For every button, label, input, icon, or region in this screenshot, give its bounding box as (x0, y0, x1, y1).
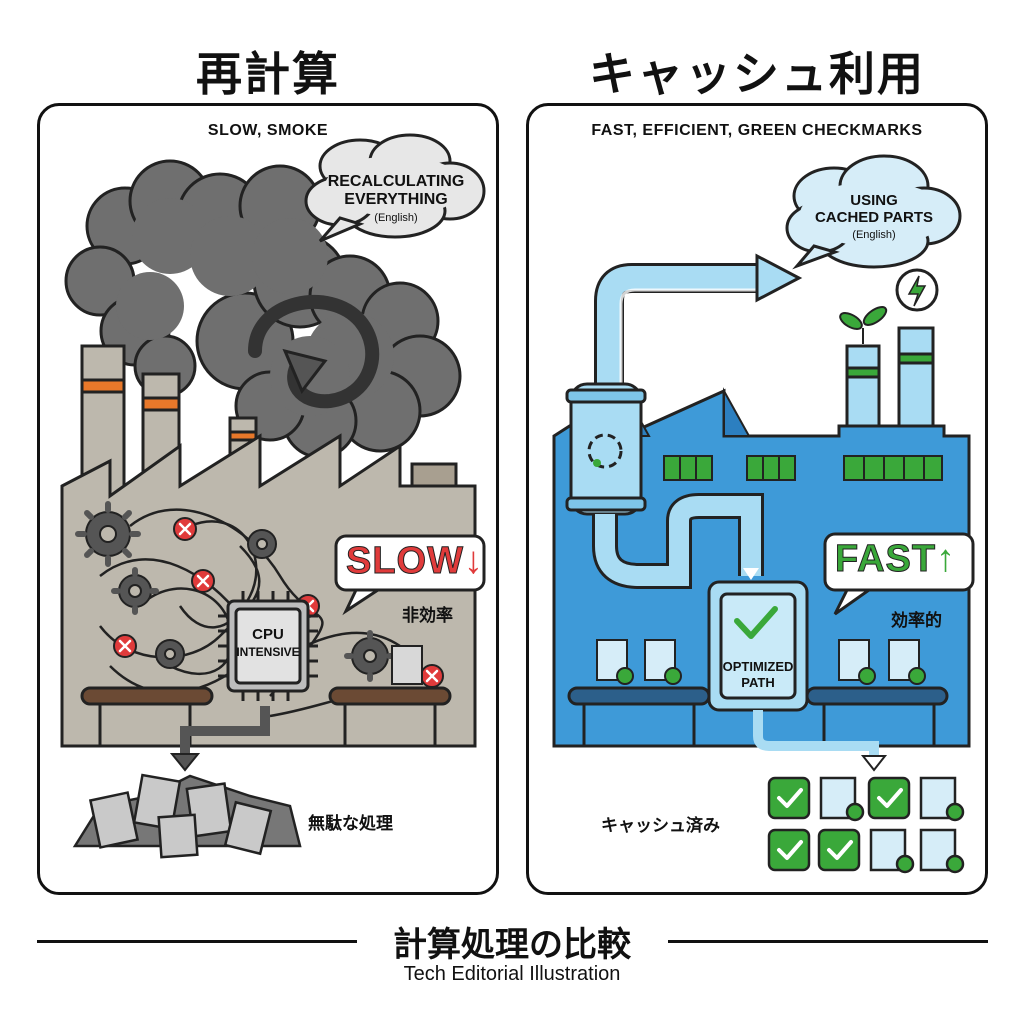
wasteful-processing-label: 無駄な処理 (308, 814, 393, 834)
bubble-text-recalculating: RECALCULATING EVERYTHING (English) (312, 173, 480, 224)
panel-recalculation: SLOW, SMOKE (37, 103, 499, 895)
up-arrow-icon: ↑ (936, 538, 957, 580)
footer-title: 計算処理の比較 (393, 925, 631, 965)
cache-tank (565, 382, 647, 516)
module-line-optimized: OPTIMIZED (722, 659, 794, 674)
down-arrow-icon: ↓ (463, 540, 484, 582)
conveyor-belt (80, 686, 452, 746)
checkmark-icon (734, 606, 778, 639)
waste-document-pile (72, 773, 302, 859)
cpu-chip-icon (226, 599, 310, 693)
right-arrow-icon (755, 253, 803, 303)
cache-pipe-top (594, 263, 761, 386)
recalculation-factory-illustration (60, 133, 486, 859)
down-arrow-icon (169, 753, 201, 772)
bubble-note-english: (English) (374, 211, 418, 224)
fast-label: FAST↑ (834, 538, 957, 581)
bubble-line-cached-parts: CACHED PARTS (814, 209, 934, 227)
module-line-path: PATH (741, 675, 775, 691)
green-chimneys (845, 326, 935, 428)
lightning-icon (895, 268, 939, 312)
footer-rule-left (37, 940, 357, 943)
bubble-line-recalculating: RECALCULATING (327, 173, 465, 190)
down-arrow-icon (860, 755, 888, 772)
bubble-line-using: USING (850, 192, 898, 209)
curl-arrow-head-icon (282, 348, 328, 394)
cached-label: キャッシュ済み (601, 816, 720, 836)
cycle-icon (587, 433, 623, 469)
document-icon (391, 645, 423, 685)
gear-teeth (75, 501, 396, 682)
curl-arrow-icon (248, 294, 380, 409)
cpu-pins (218, 591, 318, 701)
heading-recalculation: 再計算 (196, 47, 340, 101)
bubble-line-everything: EVERYTHING (344, 191, 448, 209)
inefficient-label: 非効率 (402, 606, 453, 626)
slow-label: SLOW↓ (346, 540, 484, 583)
waste-pipe (180, 706, 270, 756)
efficient-label: 効率的 (891, 611, 942, 631)
cache-factory-illustration (552, 154, 975, 874)
slow-text: SLOW (346, 540, 464, 583)
fast-text: FAST (834, 538, 937, 581)
footer-rule-right (668, 940, 988, 943)
footer-subtitle: Tech Editorial Illustration (403, 963, 621, 985)
cpu-intensive-label: CPU INTENSIVE (236, 626, 300, 660)
output-pipe (753, 710, 879, 758)
caption-slow-smoke: SLOW, SMOKE (207, 122, 329, 139)
checkmark-icon (777, 788, 903, 860)
optimized-path-label: OPTIMIZED PATH (709, 659, 807, 692)
bubble-text-cached: USING CACHED PARTS (English) (799, 192, 949, 241)
bubble-note-english: (English) (852, 228, 896, 241)
leaf-icon (839, 306, 888, 344)
cached-documents-conveyor (596, 639, 926, 685)
down-arrow-icon (743, 568, 759, 580)
cached-items-grid (767, 776, 965, 874)
panel-cache-usage: FAST, EFFICIENT, GREEN CHECKMARKS (526, 103, 988, 895)
chip-line-intensive: INTENSIVE (236, 644, 300, 659)
fast-speech-bubble (823, 532, 975, 616)
factory-windows (663, 455, 943, 481)
caption-fast-efficient: FAST, EFFICIENT, GREEN CHECKMARKS (591, 122, 923, 139)
heading-cache-usage: キャッシュ利用 (589, 47, 925, 101)
slow-speech-bubble (334, 534, 486, 616)
conveyor-belt-blue (567, 686, 949, 746)
chip-line-cpu: CPU (252, 626, 284, 643)
